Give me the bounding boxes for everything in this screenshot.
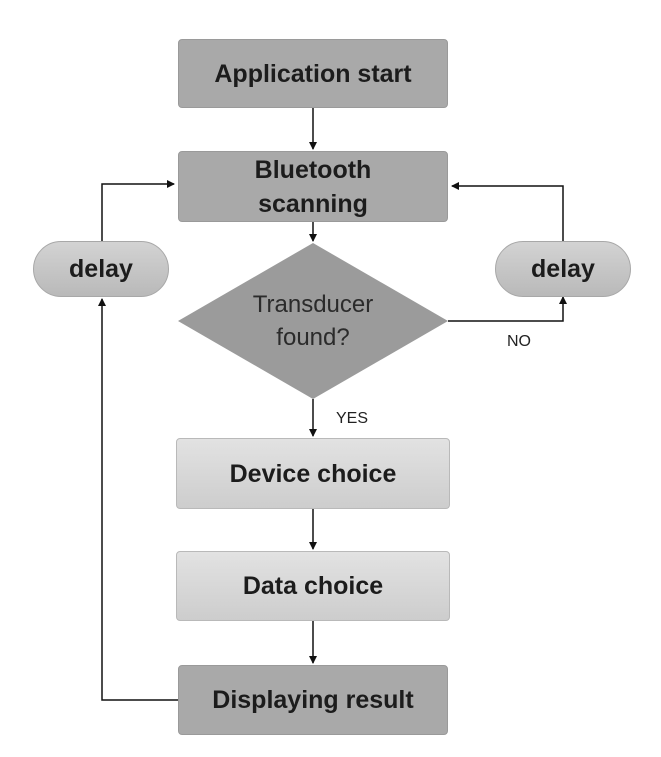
- application-start-box: Application start: [178, 39, 448, 108]
- application-start-label: Application start: [214, 59, 412, 88]
- device-choice-box: Device choice: [176, 438, 450, 509]
- decision-label: Transducer found?: [213, 288, 413, 354]
- displaying-result-box: Displaying result: [178, 665, 448, 735]
- delay-left-label: delay: [69, 255, 133, 283]
- arrow-decision-no: [448, 296, 567, 322]
- bluetooth-scanning-box: Bluetooth scanning: [178, 151, 448, 222]
- decision-label-line1: Transducer: [252, 291, 374, 318]
- arrow-display-to-left-delay: [98, 298, 178, 701]
- yes-label: YES: [336, 410, 369, 427]
- decision-label-line2: found?: [276, 324, 350, 351]
- no-label: NO: [507, 333, 531, 350]
- arrow-right-delay-to-scan: [451, 182, 564, 241]
- bluetooth-scanning-label-line2: scanning: [258, 189, 368, 218]
- data-choice-box: Data choice: [176, 551, 450, 621]
- data-choice-label: Data choice: [242, 572, 384, 600]
- bluetooth-scanning-label-line1: Bluetooth: [254, 155, 372, 184]
- delay-right-box: delay: [495, 241, 631, 297]
- device-choice-label: Device choice: [229, 459, 397, 488]
- delay-right-label: delay: [531, 255, 595, 283]
- decision-diamond: [178, 243, 448, 399]
- displaying-result-label: Displaying result: [212, 686, 414, 714]
- delay-left-box: delay: [33, 241, 169, 297]
- arrow-left-delay-to-scan: [101, 180, 175, 241]
